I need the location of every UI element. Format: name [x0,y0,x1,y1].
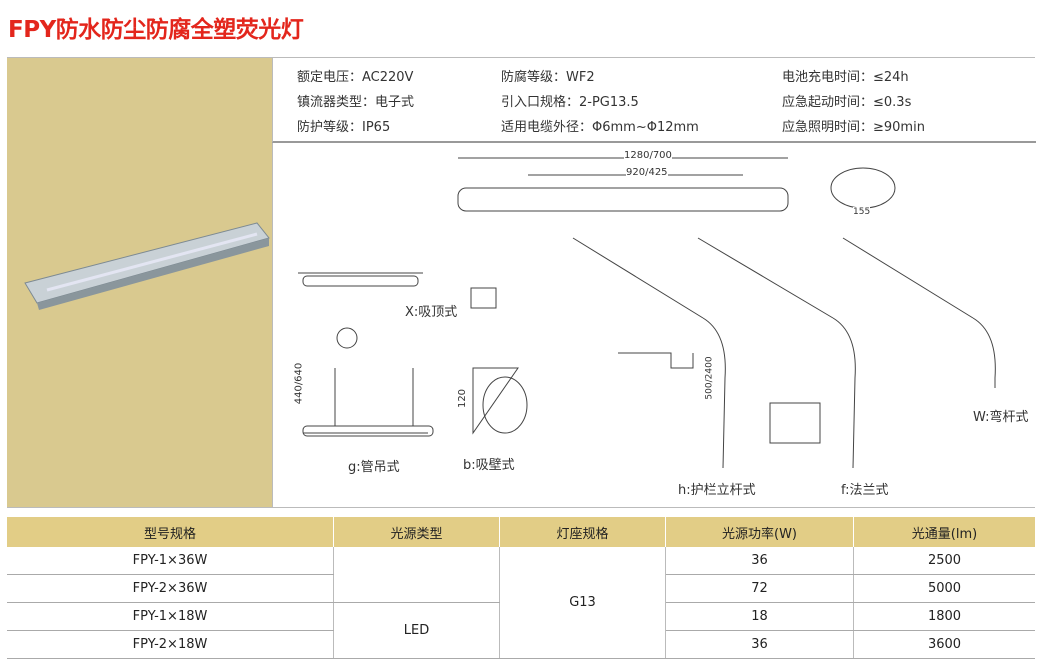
label-flange: f:法兰式 [841,479,889,498]
cell-flux: 5000 [853,574,1035,603]
spec-list: 额定电压：AC220V 防腐等级：WF2 电池充电时间：≤24h 镇流器类型：电… [272,58,1036,143]
label-wall: b:吸壁式 [463,454,515,473]
th-flux: 光通量(lm) [853,517,1035,547]
table-header: 型号规格 光源类型 灯座规格 光源功率(W) 光通量(lm) [7,517,1035,547]
dim-b-height: 120 [457,388,469,409]
spec-charge-time: 电池充电时间：≤24h [782,70,909,85]
label-bent-pole: W:弯杆式 [973,406,1029,425]
label-pole: h:护栏立杆式 [678,479,756,498]
table-row: FPY-2×36W 72 5000 [7,574,1035,603]
cell-flux: 3600 [853,630,1035,659]
product-photo [7,58,272,507]
cell-power: 72 [665,574,854,603]
th-socket: 灯座规格 [499,517,666,547]
dim-inner: 920/425 [626,167,668,178]
spec-table: 型号规格 光源类型 灯座规格 光源功率(W) 光通量(lm) FPY-1×36W… [7,517,1035,659]
lamp-image [24,222,270,310]
dim-side: 155 [853,207,871,217]
product-panel: 额定电压：AC220V 防腐等级：WF2 电池充电时间：≤24h 镇流器类型：电… [7,57,1036,508]
cell-socket: G13 [499,547,666,659]
spec-voltage: 额定电压：AC220V [297,70,414,85]
th-model: 型号规格 [7,517,334,547]
page-title: FPY防水防尘防腐全塑荧光灯 [8,17,304,43]
th-power: 光源功率(W) [665,517,854,547]
spec-cable: 适用电缆外径：Φ6mm~Φ12mm [501,120,699,135]
cell-model: FPY-2×18W [7,630,334,659]
spec-ballast: 镇流器类型：电子式 [297,95,415,110]
label-ceiling: X:吸顶式 [405,301,458,320]
cell-flux: 1800 [853,602,1035,631]
spec-protection: 防护等级：IP65 [297,120,391,135]
cell-flux: 2500 [853,547,1035,575]
cell-model: FPY-1×18W [7,602,334,631]
th-source: 光源类型 [333,517,500,547]
table-row: FPY-2×18W 36 3600 [7,630,1035,659]
table-row: FPY-1×18W LED 18 1800 [7,602,1035,659]
table-row: FPY-1×36W G13 36 2500 [7,547,1035,659]
dim-total: 1280/700 [624,150,672,161]
spec-emergency-time: 应急照明时间：≥90min [782,120,925,135]
spec-corrosion: 防腐等级：WF2 [501,70,595,85]
cell-model: FPY-1×36W [7,547,334,575]
cell-source: LED [333,602,500,659]
cell-power: 36 [665,547,854,575]
cell-source-empty [333,547,500,603]
cell-model: FPY-2×36W [7,574,334,603]
technical-drawing [298,157,996,469]
cell-power: 18 [665,602,854,631]
spec-start-time: 应急起动时间：≤0.3s [782,95,912,110]
cell-power: 36 [665,630,854,659]
dim-h-height: 500/2400 [704,356,715,400]
label-pendant: g:管吊式 [348,456,400,475]
dim-g-height: 440/640 [293,362,305,405]
installation-drawings: 1280/700 920/425 155 440/640 120 500/240… [272,143,1036,507]
spec-entry: 引入口规格：2-PG13.5 [501,95,639,110]
